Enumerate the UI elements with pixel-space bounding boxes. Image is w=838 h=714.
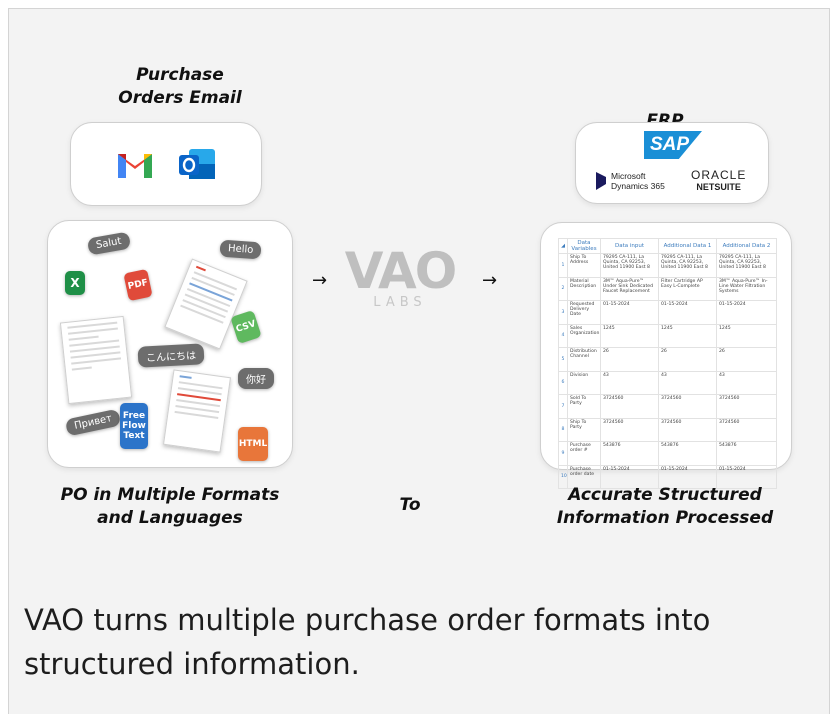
accurate-label: Accurate Structured Information Processe…	[556, 485, 774, 528]
col-header: Data input	[600, 238, 659, 254]
erp-card: SAP Microsoft Dynamics 365 ORACLE NETSUI…	[575, 122, 769, 204]
sap-logo: SAP	[644, 131, 702, 159]
dynamics-icon	[596, 172, 606, 190]
col-header: Data Variables	[567, 238, 601, 254]
dynamics-text: Microsoft Dynamics 365	[611, 171, 665, 191]
arrow-left: →	[312, 270, 328, 291]
invoice-doc-2	[59, 315, 133, 405]
chip-konnichiwa: こんにちは	[137, 343, 205, 368]
chip-privet: Привет	[64, 408, 122, 437]
outlook-icon	[179, 149, 215, 179]
caption-text: VAO turns multiple purchase order format…	[24, 603, 711, 681]
structured-data-table: ◢ Data Variables Data input Additional D…	[558, 238, 777, 489]
gmail-icon	[118, 154, 152, 178]
vao-labs-logo: VAO LABS	[344, 242, 458, 310]
chip-nihao: 你好	[238, 368, 274, 389]
csv-icon: CSV	[230, 309, 262, 345]
col-header: Additional Data 1	[658, 238, 717, 254]
chip-salut: Salut	[86, 231, 131, 256]
po-formats-label: PO in Multiple Formats and Languages	[60, 485, 280, 528]
to-label: To	[399, 495, 421, 515]
invoice-doc-3	[162, 369, 232, 453]
netsuite-logo: ORACLE NETSUITE	[691, 168, 747, 193]
html-icon: HTML	[238, 427, 268, 461]
pdf-icon: PDF	[123, 268, 153, 302]
chip-hello: Hello	[219, 239, 262, 260]
freeflow-text-icon: Free Flow Text	[120, 403, 148, 449]
po-collage-card: Salut Hello X PDF CSV こんにちは 你好 Привет Fr…	[47, 220, 293, 468]
email-source-label: Purchase Orders Email	[118, 65, 242, 108]
arrow-right: →	[482, 270, 498, 291]
email-card	[70, 122, 262, 206]
excel-icon: X	[65, 271, 85, 295]
invoice-doc-1	[164, 258, 248, 350]
col-header: Additional Data 2	[716, 238, 777, 254]
